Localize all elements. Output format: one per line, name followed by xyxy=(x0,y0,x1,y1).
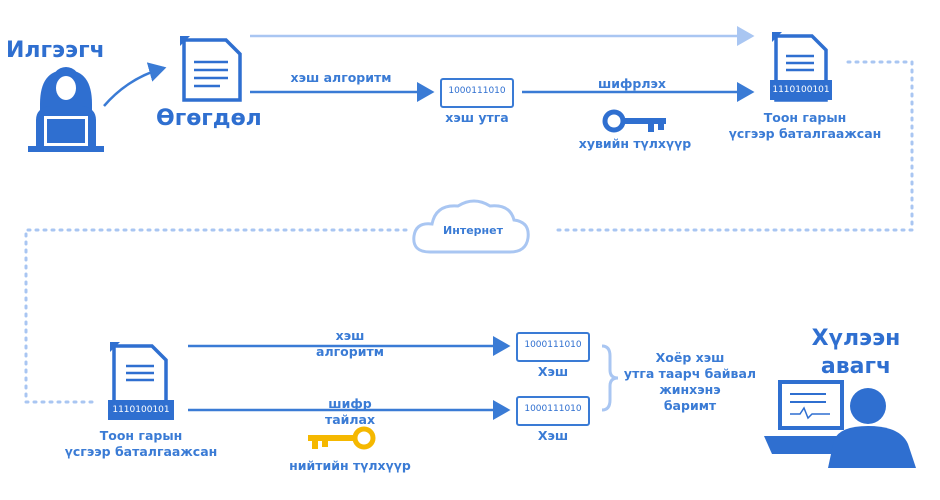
hash-value-box xyxy=(440,78,514,108)
decrypt-line2: тайлах xyxy=(324,412,376,427)
data-document-icon xyxy=(180,36,242,102)
signed-label-bottom-line1: Тоон гарын xyxy=(99,428,183,443)
private-key-label: хувийн түлхүүр xyxy=(578,136,692,151)
receiver-label-line1: Хүлээн xyxy=(811,326,901,351)
sender-to-data-arrow xyxy=(103,62,167,107)
decrypt-line1: шифр xyxy=(328,396,372,411)
sender-label: Илгээгч xyxy=(6,38,105,63)
receiver-label-line2: авагч xyxy=(820,354,892,379)
compare-line2: утга таарч байвал xyxy=(623,366,757,381)
dotted-path-left xyxy=(24,228,408,404)
hash1-box xyxy=(516,332,590,362)
hash-value-label: хэш утга xyxy=(445,110,509,125)
hash-value-binary: 1000111010 xyxy=(448,86,506,96)
hash2-label: Хэш xyxy=(537,428,569,443)
compare-brace xyxy=(601,344,619,412)
hash-algo-bottom-line2: алгоритм xyxy=(316,344,384,359)
public-key-icon xyxy=(308,426,376,450)
private-key-icon xyxy=(602,109,666,133)
public-key-label: нийтийн түлхүүр xyxy=(289,458,411,473)
signed-label-top-line1: Тоон гарын xyxy=(763,110,847,125)
compare-line3: жинхэнэ xyxy=(659,382,721,397)
receiver-person-icon xyxy=(764,380,916,468)
dotted-path-right xyxy=(550,60,914,232)
signed-label-bottom-line2: үсгээр баталгаажсан xyxy=(64,444,218,459)
internet-cloud-icon xyxy=(412,199,530,254)
signed-label-top-line2: үсгээр баталгаажсан xyxy=(728,126,882,141)
hash2-binary: 1000111010 xyxy=(524,404,582,414)
hash1-label: Хэш xyxy=(537,364,569,379)
signed-binary-bottom: 1110100101 xyxy=(108,402,174,418)
hash1-binary: 1000111010 xyxy=(524,340,582,350)
compare-line4: баримт xyxy=(663,398,717,413)
encrypt-label: шифрлэх xyxy=(597,76,666,91)
signed-binary-top: 1110100101 xyxy=(770,82,832,98)
hash-algorithm-label: хэш алгоритм xyxy=(290,70,392,85)
data-label: Өгөгдөл xyxy=(156,106,262,131)
internet-label: Интернет xyxy=(443,224,503,237)
hash2-box xyxy=(516,396,590,426)
compare-line1: Хоёр хэш xyxy=(655,350,725,365)
hash-algo-bottom-line1: хэш xyxy=(335,328,365,343)
sender-person-icon xyxy=(28,67,104,152)
